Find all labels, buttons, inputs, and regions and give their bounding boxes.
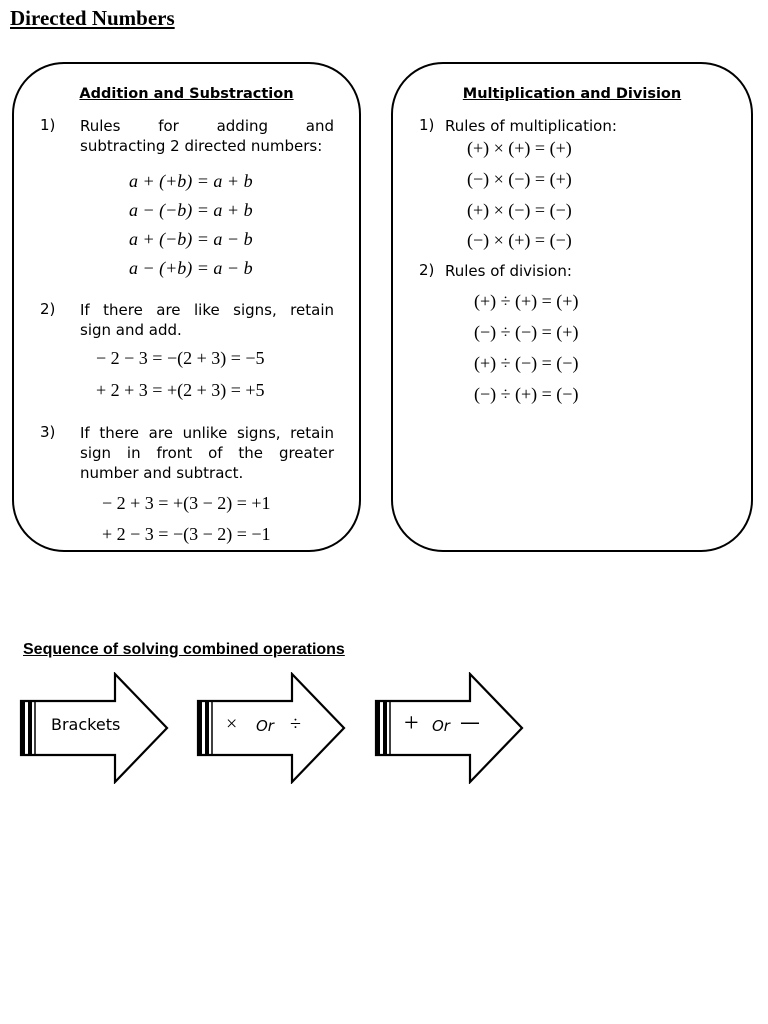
multiplication-division-card: Multiplication and Division 1) Rules of … <box>391 62 753 552</box>
arrow-right-icon <box>19 672 169 784</box>
rule-text: Rules of division: <box>445 262 572 280</box>
equation: (+) ÷ (+) = (+) <box>474 291 579 311</box>
card-heading: Multiplication and Division <box>462 86 682 102</box>
addition-subtraction-card: Addition and Substraction 1) Rules for a… <box>12 62 361 552</box>
divide-icon: ÷ <box>290 713 301 735</box>
equation: a − (−b) = a + b <box>129 200 253 220</box>
equation: (−) ÷ (−) = (+) <box>474 322 579 342</box>
plus-icon: + <box>404 708 419 737</box>
equation: − 2 − 3 = −(2 + 3) = −5 <box>96 348 265 368</box>
rule-number: 2) <box>419 261 435 279</box>
multiply-icon: × <box>226 713 238 735</box>
arrow-right-icon <box>196 672 346 784</box>
equation: − 2 + 3 = +(3 − 2) = +1 <box>102 493 271 513</box>
equation: (+) ÷ (−) = (−) <box>474 353 579 373</box>
equation: a + (+b) = a + b <box>129 171 253 191</box>
rule-text: If there are unlike signs, retain <box>80 424 334 442</box>
step-or-label: Or <box>256 717 274 735</box>
equation: a − (+b) = a − b <box>129 258 253 278</box>
rule-text: Rules of multiplication: <box>445 117 617 135</box>
rule-text: number and subtract. <box>80 464 244 482</box>
rule-text: subtracting 2 directed numbers: <box>80 137 323 155</box>
arrow-right-icon <box>374 672 524 784</box>
minus-icon: — <box>460 710 480 734</box>
rule-number: 1) <box>419 116 435 134</box>
equation: (+) × (+) = (+) <box>467 138 572 158</box>
rule-number: 1) <box>40 116 56 134</box>
sequence-step-add-subtract: + Or — <box>374 672 524 784</box>
rule-text: sign in front of the greater <box>80 444 334 462</box>
step-or-label: Or <box>432 717 450 735</box>
equation: (−) × (−) = (+) <box>467 169 572 189</box>
card-heading: Addition and Substraction <box>79 86 294 102</box>
rule-text: If there are like signs, retain <box>80 301 334 319</box>
equation: + 2 + 3 = +(2 + 3) = +5 <box>96 380 265 400</box>
sequence-title: Sequence of solving combined operations <box>23 641 345 658</box>
rule-number: 3) <box>40 423 56 441</box>
sequence-step-multiply-divide: × Or ÷ <box>196 672 346 784</box>
step-label: Brackets <box>51 715 121 734</box>
equation: a + (−b) = a − b <box>129 229 253 249</box>
equation: (+) × (−) = (−) <box>467 200 572 220</box>
rule-text: sign and add. <box>80 321 182 339</box>
equation: (−) × (+) = (−) <box>467 230 572 250</box>
rule-number: 2) <box>40 300 56 318</box>
sequence-step-brackets: Brackets <box>19 672 169 784</box>
rule-text: Rules for adding and <box>80 117 334 135</box>
equation: + 2 − 3 = −(3 − 2) = −1 <box>102 524 271 544</box>
page-title: Directed Numbers <box>10 6 175 30</box>
equation: (−) ÷ (+) = (−) <box>474 384 579 404</box>
